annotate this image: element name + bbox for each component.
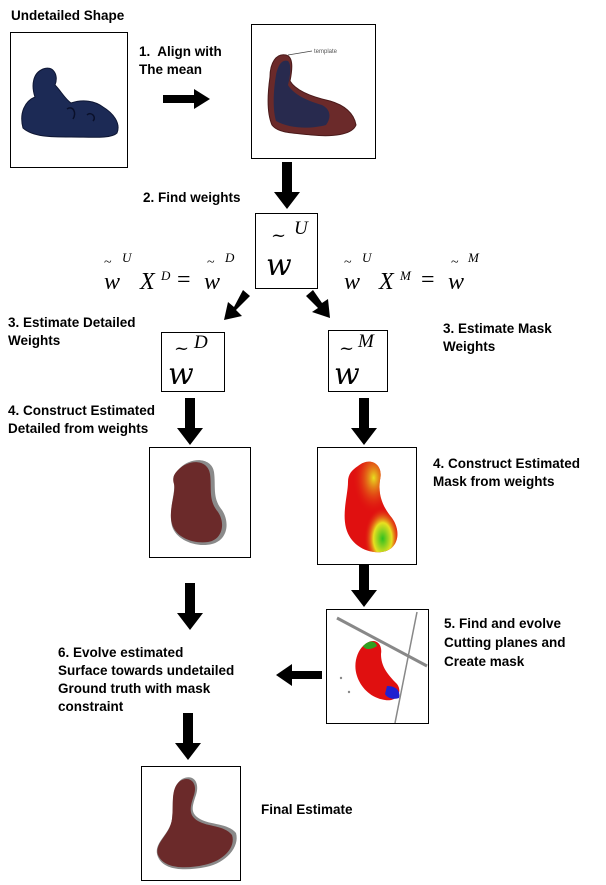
eq-left-X-sup: D [161,268,171,283]
undetailed-shape-image [10,32,128,168]
eq-right-sup-U: U [362,250,372,265]
final-estimate-image [141,766,241,881]
arrow-to-D [224,290,250,320]
arrow-align [163,89,210,109]
label-construct-mask-line1: 4. Construct Estimated [433,456,581,471]
arrow-construct-mask [351,398,377,445]
final-estimate-render [156,777,237,870]
label-construct-detailed-line1: 4. Construct Estimated [8,403,156,418]
eq-right-equals: = [421,267,435,293]
eq-left-w: w [104,269,121,295]
label-evolve-line2: Surface towards undetailed [58,663,235,678]
eq-left-rhs-tilde: ~ [207,255,215,270]
label-align-line1: 1. Align with [139,44,222,59]
label-construct-detailed-line2: Detailed from weights [8,421,149,436]
eq-right-w: w [344,269,361,295]
arrow-detailed-down [177,583,203,630]
arrow-to-cutting [351,564,377,607]
label-align-line2: The mean [139,62,203,77]
weight-symbol-U: w [266,248,292,283]
label-estimate-mask-line1: 3. Estimate Mask [443,321,552,336]
eq-left-X: X [140,269,155,295]
label-estimate-detailed-line1: 3. Estimate Detailed [8,315,136,330]
eq-right-X-sup: M [400,268,411,283]
weights-box-D: ~ D w [161,332,225,392]
weights-box-M: ~ M w [328,330,388,392]
eq-left-sup-U: U [122,250,132,265]
arrow-left-to-evolve [276,664,322,686]
label-final-estimate: Final Estimate [261,802,353,817]
mask-estimate-render [344,461,398,553]
tilde-D: ~ [174,338,190,359]
superscript-D: D [194,332,208,353]
cutting-planes-image [326,609,429,724]
label-cutting-line2: Cutting planes and [444,635,566,650]
tilde-M: ~ [339,338,355,359]
template-label: template [314,49,338,55]
eq-right-rhs-tilde: ~ [451,255,459,270]
superscript-U: U [294,218,308,239]
undetailed-shape-render [21,67,119,138]
label-cutting-line3: Create mask [444,654,525,669]
eq-left-equals: = [177,267,191,293]
mask-estimate-image [317,447,417,565]
eq-right-rhs-w: w [448,269,465,295]
label-evolve-line1: 6. Evolve estimated [58,645,184,660]
label-evolve-line4: constraint [58,699,124,714]
weights-box-U: ~ U w [255,213,318,289]
detailed-estimate-image [149,447,251,558]
eq-left-rhs-sup: D [225,250,235,265]
label-estimate-mask-line2: Weights [443,339,496,354]
tilde-U: ~ [271,225,287,246]
arrow-find-weights [274,162,300,209]
label-cutting-line1: 5. Find and evolve [444,616,562,631]
label-evolve-line3: Ground truth with mask [58,681,211,696]
eq-right-X: X [379,269,394,295]
label-undetailed-shape: Undetailed Shape [11,8,125,23]
superscript-M: M [358,331,374,352]
label-find-weights: 2. Find weights [143,190,241,205]
cutting-planes-render [336,611,428,724]
eq-left-rhs-w: w [204,269,221,295]
label-construct-mask-line2: Mask from weights [433,474,555,489]
weight-symbol-M: w [334,357,360,392]
arrow-to-M [306,290,330,318]
arrow-to-final [175,713,201,760]
eq-left-tilde-w: ~ [104,255,112,270]
eq-right-rhs-sup: M [468,250,479,265]
weight-symbol-D: w [168,357,194,392]
detailed-estimate-render [170,460,227,546]
aligned-shape-render: template [267,49,357,137]
arrow-construct-detailed [177,398,203,445]
aligned-shape-image: template [251,24,376,159]
eq-right-tilde-w: ~ [344,255,352,270]
label-estimate-detailed-line2: Weights [8,333,61,348]
